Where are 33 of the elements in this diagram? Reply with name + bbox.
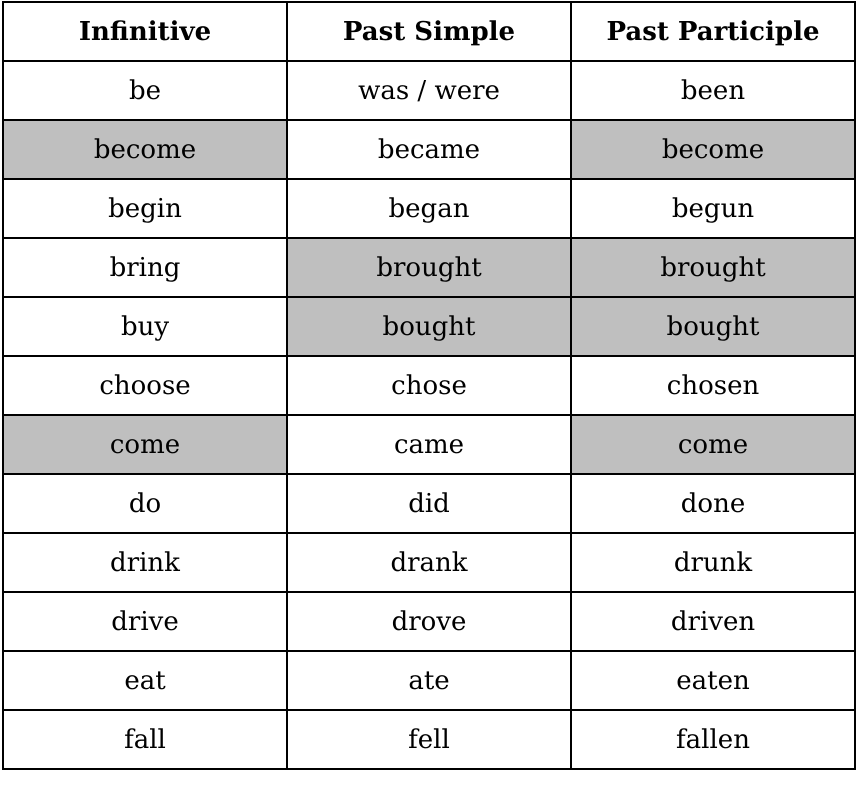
column-header: Past Simple xyxy=(287,2,571,61)
table-cell: ate xyxy=(287,651,571,710)
table-cell: driven xyxy=(571,592,855,651)
highlighted-table-cell: brought xyxy=(571,238,855,297)
table-cell: done xyxy=(571,474,855,533)
column-header: Infinitive xyxy=(3,2,287,61)
table-cell: drank xyxy=(287,533,571,592)
table-cell: bring xyxy=(3,238,287,297)
table-cell: fell xyxy=(287,710,571,769)
table-cell: became xyxy=(287,120,571,179)
table-cell: do xyxy=(3,474,287,533)
highlighted-table-cell: bought xyxy=(571,297,855,356)
table-cell: did xyxy=(287,474,571,533)
highlighted-table-cell: come xyxy=(3,415,287,474)
table-cell: eaten xyxy=(571,651,855,710)
table-cell: drive xyxy=(3,592,287,651)
table-cell: came xyxy=(287,415,571,474)
column-header: Past Participle xyxy=(571,2,855,61)
table-cell: chose xyxy=(287,356,571,415)
highlighted-table-cell: become xyxy=(3,120,287,179)
table-cell: fall xyxy=(3,710,287,769)
table-cell: drink xyxy=(3,533,287,592)
table-cell: buy xyxy=(3,297,287,356)
table-cell: fallen xyxy=(571,710,855,769)
highlighted-table-cell: brought xyxy=(287,238,571,297)
table-cell: drove xyxy=(287,592,571,651)
table-cell: drunk xyxy=(571,533,855,592)
highlighted-table-cell: bought xyxy=(287,297,571,356)
table-cell: begin xyxy=(3,179,287,238)
table-cell: eat xyxy=(3,651,287,710)
highlighted-table-cell: become xyxy=(571,120,855,179)
table-cell: was / were xyxy=(287,61,571,120)
highlighted-table-cell: come xyxy=(571,415,855,474)
